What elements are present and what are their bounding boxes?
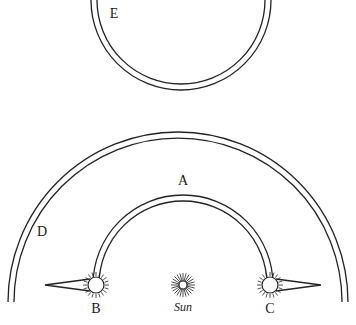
- orbit-e-inner: [97, 0, 265, 84]
- ray: [88, 292, 90, 295]
- ray: [260, 277, 263, 279]
- ray: [279, 281, 283, 282]
- tail-b: [45, 279, 90, 291]
- ray: [279, 285, 283, 286]
- ray: [273, 294, 274, 298]
- body-disc: [262, 277, 278, 293]
- ray: [180, 273, 182, 281]
- ray: [184, 289, 186, 297]
- planet-c: [257, 272, 283, 298]
- ray: [275, 275, 277, 278]
- orbit-e-outer: [91, 0, 271, 90]
- sun-label: Sun: [174, 301, 192, 313]
- ray: [262, 275, 264, 278]
- orbit-label: E: [110, 7, 119, 21]
- body-disc: [179, 281, 187, 289]
- ray: [279, 288, 283, 289]
- orbit-d-outer: [8, 132, 348, 302]
- ray: [277, 290, 280, 292]
- ray: [258, 281, 262, 282]
- ray: [105, 281, 109, 282]
- ray: [96, 294, 97, 298]
- ray: [83, 285, 87, 286]
- ray: [88, 275, 90, 278]
- body-label: B: [91, 302, 100, 316]
- ray: [258, 288, 262, 289]
- ray: [103, 290, 106, 292]
- orbit-a-outer: [93, 195, 273, 285]
- body-disc: [88, 277, 104, 293]
- ray: [266, 273, 267, 277]
- ray: [270, 272, 271, 276]
- ray: [187, 282, 195, 284]
- ray: [257, 285, 261, 286]
- ray: [105, 285, 109, 286]
- ray: [86, 277, 89, 279]
- tail-c: [276, 279, 321, 291]
- ray: [260, 290, 263, 292]
- ray: [101, 292, 103, 295]
- ray: [99, 273, 100, 277]
- body-label: C: [265, 302, 274, 316]
- ray: [103, 277, 106, 279]
- ray: [273, 273, 274, 277]
- orbit-label: A: [178, 174, 188, 188]
- ray: [262, 292, 264, 295]
- ray: [96, 272, 97, 276]
- ray: [84, 288, 88, 289]
- ray: [270, 294, 271, 298]
- orbit-d-inner: [14, 138, 342, 302]
- orbit-label: D: [37, 225, 47, 239]
- ray: [183, 273, 184, 281]
- ray: [86, 290, 89, 292]
- ray: [92, 273, 93, 277]
- sun-symbol: [171, 273, 195, 297]
- ray: [277, 277, 280, 279]
- ray: [101, 275, 103, 278]
- ray: [187, 285, 195, 286]
- ray: [92, 294, 93, 298]
- ray: [275, 292, 277, 295]
- planet-b: [83, 272, 109, 298]
- ray: [183, 289, 184, 297]
- ray: [266, 294, 267, 298]
- ray: [171, 286, 179, 288]
- orbit-a-inner: [99, 201, 267, 285]
- ray: [105, 288, 109, 289]
- ray: [84, 281, 88, 282]
- ray: [99, 294, 100, 298]
- ray: [171, 285, 179, 286]
